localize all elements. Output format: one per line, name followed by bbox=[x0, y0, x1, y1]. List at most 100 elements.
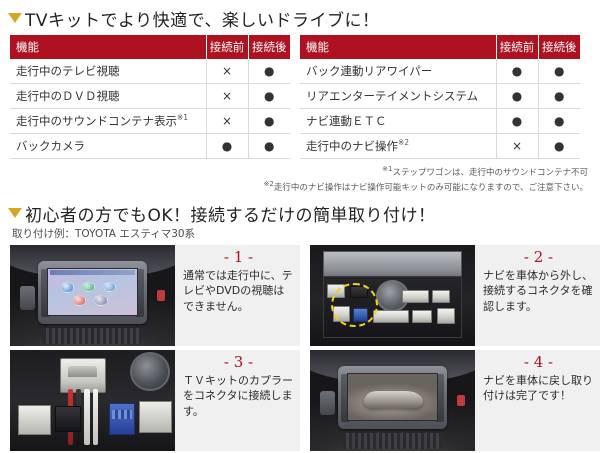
feature-table-right: 機能 接続前 接続後 バック連動リアワイパー ● ● リアエンターテイメントシス… bbox=[300, 35, 580, 159]
column-header-after: 接続後 bbox=[248, 35, 290, 59]
bezel-buttons-right bbox=[435, 373, 445, 422]
install-step-1: - 1 - 通常では走行中に、テレビやDVDの視聴はできません。 bbox=[10, 245, 300, 347]
cell-after: ● bbox=[538, 59, 580, 84]
section-heading-install: 初心者の方でもOK！接続するだけの簡単取り付け！ bbox=[0, 199, 600, 227]
menu-icon-am bbox=[60, 282, 74, 293]
install-step-3: - 3 - ＴＶキットのカプラーをコネクタに接続します。 bbox=[10, 350, 300, 452]
section-heading-features-label: TVキットでより快適で、楽しいドライブに！ bbox=[25, 10, 380, 31]
feature-table-left: 機能 接続前 接続後 走行中のテレビ視聴 × ● 走行中のＤＶＤ視聴 × ● 走… bbox=[10, 35, 290, 159]
footnote-1-text: ステップワゴンは、走行中のサウンドコンテナ不可 bbox=[392, 167, 588, 178]
cell-after: ● bbox=[538, 108, 580, 134]
column-header-before: 接続前 bbox=[206, 35, 249, 59]
connector-blue bbox=[109, 402, 136, 436]
column-header-feature: 機能 bbox=[10, 35, 207, 59]
hazard-button-icon bbox=[156, 289, 166, 301]
feature-label: バック連動リアワイパー bbox=[306, 64, 433, 78]
connector-white-wide-bottom bbox=[372, 309, 409, 324]
table-row: 走行中のナビ操作※2 × ● bbox=[300, 133, 580, 159]
cell-after: ● bbox=[248, 83, 290, 109]
cell-before: × bbox=[496, 133, 539, 159]
photo-car-dashboard-navigation-menu bbox=[10, 245, 175, 347]
table-row: 走行中のテレビ視聴 × ● bbox=[10, 59, 290, 84]
step-3-number: - 3 - bbox=[223, 353, 254, 372]
footnote-1-mark: ※1 bbox=[382, 165, 393, 173]
feature-tables: 機能 接続前 接続後 走行中のテレビ視聴 × ● 走行中のＤＶＤ視聴 × ● 走… bbox=[0, 35, 600, 159]
cell-after: ● bbox=[538, 83, 580, 109]
footnote-1: ※1ステップワゴンは、走行中のサウンドコンテナ不可 bbox=[0, 164, 588, 179]
triangle-marker-icon bbox=[8, 13, 22, 23]
step-2-description: ナビを車体から外し、接続するコネクタを確認します。 bbox=[483, 268, 593, 313]
cell-before: ● bbox=[496, 83, 539, 109]
screen-video-content bbox=[348, 373, 437, 420]
install-step-4: - 4 - ナビを車体に戻し取り付けは完了です！ bbox=[310, 350, 600, 452]
footnotes: ※1ステップワゴンは、走行中のサウンドコンテナ不可 ※2走行中のナビ操作はナビ操… bbox=[0, 164, 600, 194]
step-2-text-panel: - 2 - ナビを車体から外し、接続するコネクタを確認します。 bbox=[475, 245, 600, 346]
cell-feature: リアエンターテイメントシステム bbox=[300, 83, 497, 109]
connector-white-right bbox=[138, 400, 172, 434]
step-2-number: - 2 - bbox=[523, 248, 554, 267]
photo-connector-wiring-closeup bbox=[10, 350, 175, 452]
cell-feature: バックカメラ bbox=[10, 133, 207, 159]
feature-label: 走行中のテレビ視聴 bbox=[16, 64, 120, 78]
feature-note: ※2 bbox=[398, 138, 410, 148]
menu-icon-fm bbox=[81, 281, 96, 292]
photo-navigation-unit-rear-connectors bbox=[310, 245, 475, 347]
unit-cooling-fan bbox=[130, 352, 171, 391]
table-row: 走行中のＤＶＤ視聴 × ● bbox=[10, 83, 290, 109]
table-header-row: 機能 接続前 接続後 bbox=[10, 35, 290, 59]
wire-white-1 bbox=[84, 388, 90, 446]
step-4-text-panel: - 4 - ナビを車体に戻し取り付けは完了です！ bbox=[475, 350, 600, 451]
cell-after: ● bbox=[248, 133, 290, 159]
cell-after: ● bbox=[248, 59, 290, 84]
feature-label: 走行中のサウンドコンテナ表示 bbox=[16, 114, 177, 128]
menu-icon-tv bbox=[103, 281, 117, 292]
step-4-description: ナビを車体に戻し取り付けは完了です！ bbox=[483, 373, 593, 403]
dashboard-side-panel bbox=[19, 285, 35, 310]
photo-car-dashboard-video-playing bbox=[310, 350, 475, 452]
triangle-marker-icon bbox=[8, 208, 22, 219]
cell-before: × bbox=[206, 83, 249, 109]
install-steps: - 1 - 通常では走行中に、テレビやDVDの視聴はできません。 - 2 - ナ… bbox=[0, 245, 600, 452]
cell-after: ● bbox=[248, 108, 290, 134]
tvkit-coupler-connector bbox=[59, 358, 106, 393]
install-step-2: - 2 - ナビを車体から外し、接続するコネクタを確認します。 bbox=[310, 245, 600, 347]
step-1-description: 通常では走行中に、テレビやDVDの視聴はできません。 bbox=[183, 268, 293, 313]
connector-white-right-c bbox=[412, 309, 433, 324]
cell-before: ● bbox=[496, 108, 539, 134]
bezel-buttons-left bbox=[40, 268, 50, 317]
cell-before: ● bbox=[206, 133, 249, 159]
connector-white-right-a bbox=[402, 289, 429, 303]
menu-icon-cd bbox=[72, 295, 87, 306]
footnote-2-mark: ※2 bbox=[263, 180, 274, 189]
feature-label: 走行中のＤＶＤ視聴 bbox=[16, 89, 120, 103]
menu-icon-other bbox=[94, 295, 108, 306]
highlight-circle-icon bbox=[331, 282, 378, 328]
table-header-row: 機能 接続前 接続後 bbox=[300, 35, 580, 59]
feature-label: リアエンターテイメントシステム bbox=[306, 89, 479, 103]
bezel-buttons-left bbox=[340, 373, 350, 422]
table-row: バック連動リアワイパー ● ● bbox=[300, 59, 580, 84]
column-header-feature: 機能 bbox=[300, 35, 497, 59]
table-row: バックカメラ ● ● bbox=[10, 133, 290, 159]
cell-after: ● bbox=[538, 133, 580, 159]
feature-label: バックカメラ bbox=[16, 139, 85, 153]
cell-feature: 走行中のテレビ視聴 bbox=[10, 59, 207, 84]
table-row: ナビ連動ＥＴＣ ● ● bbox=[300, 108, 580, 134]
step-3-text-panel: - 3 - ＴＶキットのカプラーをコネクタに接続します。 bbox=[175, 350, 300, 451]
cell-feature: 走行中のＤＶＤ視聴 bbox=[10, 83, 207, 109]
footnote-2: ※2走行中のナビ操作はナビ操作可能キットのみ可能になりますので、ご注意下さい。 bbox=[0, 179, 589, 194]
footnote-2-text: 走行中のナビ操作はナビ操作可能キットのみ可能になりますので、ご注意下さい。 bbox=[273, 182, 588, 193]
connector-white-right-b bbox=[432, 289, 451, 303]
cell-before: ● bbox=[496, 59, 539, 84]
dashboard-air-vent bbox=[43, 328, 142, 345]
screen-title-bar bbox=[49, 269, 136, 275]
section-heading-install-label: 初心者の方でもOK！接続するだけの簡単取り付け！ bbox=[25, 205, 436, 226]
feature-note: ※1 bbox=[177, 113, 189, 123]
cell-feature: 走行中のナビ操作※2 bbox=[300, 133, 497, 159]
column-header-before: 接続前 bbox=[496, 35, 539, 59]
step-3-description: ＴＶキットのカプラーをコネクタに接続します。 bbox=[183, 373, 293, 418]
column-header-after: 接続後 bbox=[538, 35, 580, 59]
dashboard-side-panel bbox=[319, 390, 335, 415]
wire-white-2 bbox=[92, 388, 98, 446]
dashboard-air-vent bbox=[343, 433, 442, 450]
